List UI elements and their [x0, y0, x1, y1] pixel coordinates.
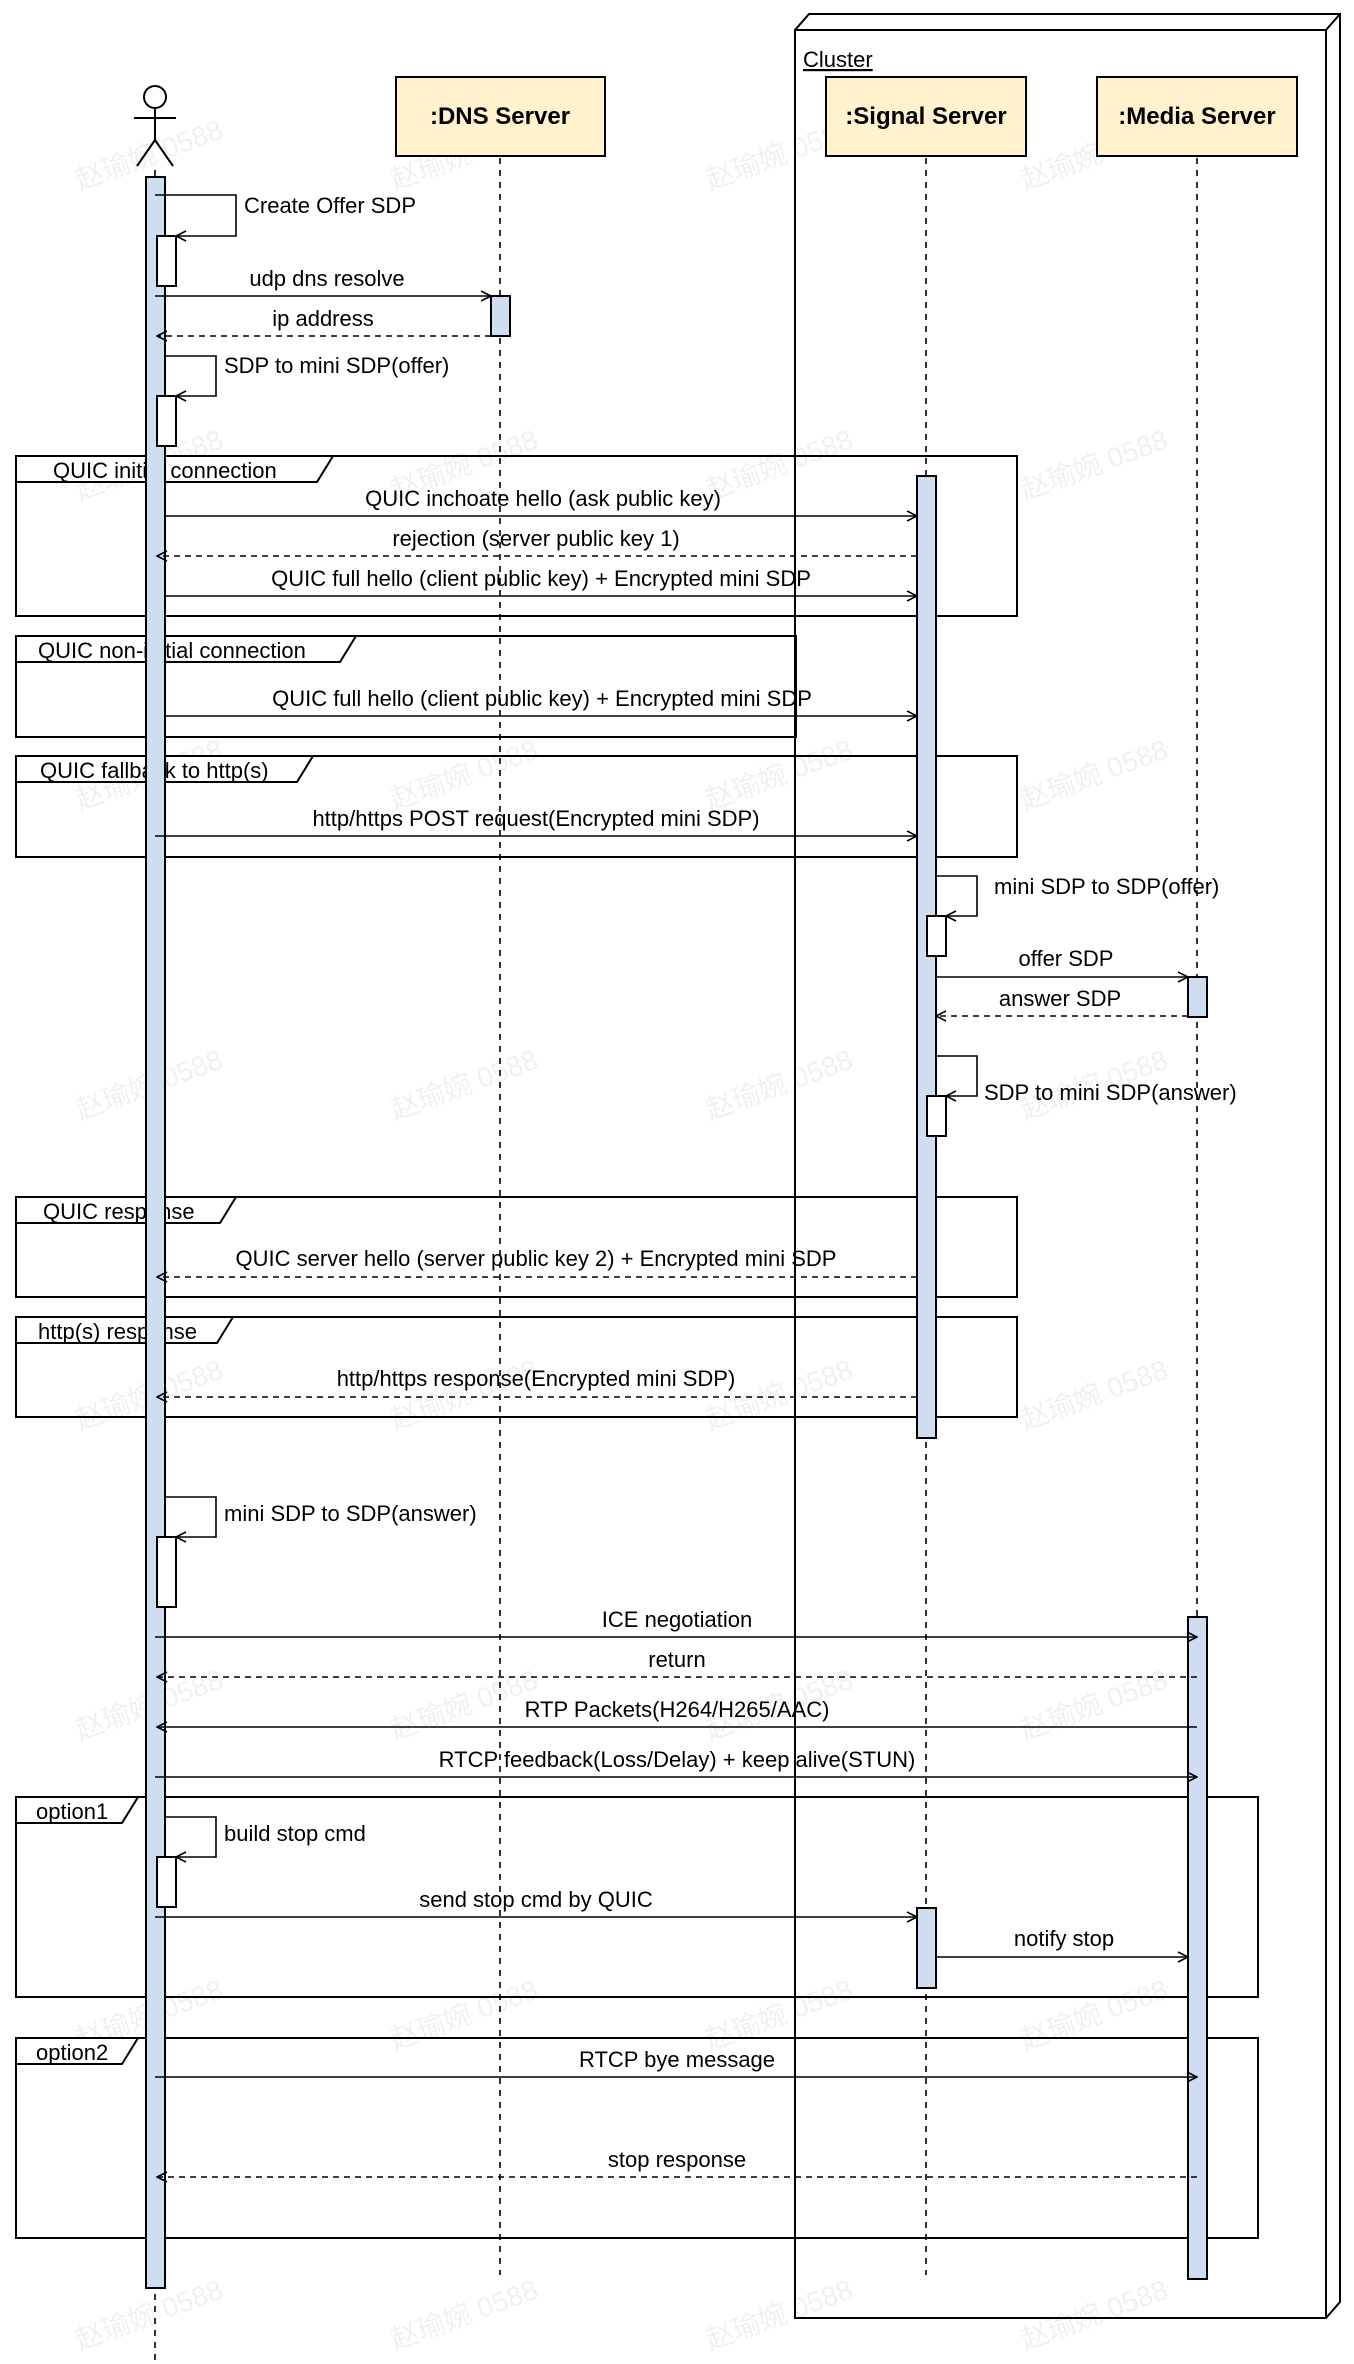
message-label: answer SDP	[999, 986, 1121, 1011]
message-label: RTP Packets(H264/H265/AAC)	[525, 1697, 830, 1722]
activation-user-main	[145, 176, 166, 2289]
activation-user-self	[156, 235, 177, 287]
fragment-label: QUIC non-initial connection	[38, 638, 306, 663]
fragment-option1: option1	[15, 1796, 1259, 1998]
activation-signal-self	[926, 915, 947, 957]
message-label: http/https response(Encrypted mini SDP)	[337, 1366, 736, 1391]
message-label: build stop cmd	[224, 1821, 366, 1846]
activation-signal-self	[926, 1095, 947, 1137]
watermark: 赵瑜婉 0588	[386, 1044, 541, 1126]
activation-user-self	[156, 395, 177, 447]
watermark: 赵瑜婉 0588	[701, 734, 856, 816]
message-label: SDP to mini SDP(answer)	[984, 1080, 1237, 1105]
self-message-arrow	[165, 1496, 217, 1537]
watermark: 赵瑜婉 0588	[386, 1974, 541, 2056]
watermark: 赵瑜婉 0588	[1016, 1354, 1171, 1436]
activation-media	[1187, 976, 1208, 1018]
message-label: notify stop	[1014, 1926, 1114, 1951]
fragment-label: option2	[36, 2040, 108, 2065]
message-label: offer SDP	[1019, 946, 1114, 971]
activation-user-self	[156, 1856, 177, 1908]
message-label: QUIC inchoate hello (ask public key)	[365, 486, 721, 511]
message-label: QUIC server hello (server public key 2) …	[236, 1246, 837, 1271]
watermark: 赵瑜婉 0588	[701, 1044, 856, 1126]
message-label: return	[648, 1647, 705, 1672]
activation-media-main	[1187, 1616, 1208, 2280]
participant-label: :Signal Server	[845, 103, 1006, 130]
fragments: QUIC initial connection QUIC non-initial…	[15, 455, 1259, 2239]
participant-dns-server: :DNS Server	[395, 76, 606, 157]
message-label: RTCP feedback(Loss/Delay) + keep alive(S…	[439, 1747, 916, 1772]
message-label: QUIC full hello (client public key) + En…	[272, 686, 812, 711]
message-label: RTCP bye message	[579, 2047, 775, 2072]
message-label: rejection (server public key 1)	[392, 526, 679, 551]
watermark: 赵瑜婉 0588	[1016, 1664, 1171, 1746]
activation-user-self	[156, 1536, 177, 1608]
cluster-box: Cluster	[794, 13, 1341, 2319]
watermark: 赵瑜婉 0588	[701, 424, 856, 506]
activation-signal-stop	[916, 1907, 937, 1989]
watermark: 赵瑜婉 0588	[1016, 734, 1171, 816]
watermark: 赵瑜婉 0588	[386, 1664, 541, 1746]
message-label: ip address	[272, 306, 374, 331]
participant-label: :DNS Server	[430, 103, 570, 130]
messages: Create Offer SDP udp dns resolve ip addr…	[155, 193, 1237, 2177]
watermark: 赵瑜婉 0588	[1016, 1974, 1171, 2056]
cluster-label: Cluster	[803, 47, 873, 72]
watermark: 赵瑜婉 0588	[1016, 424, 1171, 506]
fragment-label: QUIC response	[43, 1199, 195, 1224]
watermark: 赵瑜婉 0588	[1016, 2274, 1171, 2356]
actor-icon	[134, 85, 176, 167]
fragment-label: http(s) response	[38, 1319, 197, 1344]
message-label: ICE negotiation	[602, 1607, 752, 1632]
fragment-label: option1	[36, 1799, 108, 1824]
fragment-quic-noninitial: QUIC non-initial connection	[15, 635, 797, 738]
message-label: stop response	[608, 2147, 746, 2172]
activations	[145, 176, 1208, 2289]
message-label: send stop cmd by QUIC	[419, 1887, 653, 1912]
watermark: 赵瑜婉 0588	[386, 2274, 541, 2356]
activation-dns	[490, 295, 511, 337]
watermark: 赵瑜婉 0588	[386, 734, 541, 816]
message-label: mini SDP to SDP(answer)	[224, 1501, 477, 1526]
watermark: 赵瑜婉 0588	[701, 2274, 856, 2356]
watermark-layer: 赵瑜婉 0588 赵瑜婉 0588 赵瑜婉 0588 赵瑜婉 0588 赵瑜婉 …	[71, 114, 1171, 2356]
message-label: http/https POST request(Encrypted mini S…	[312, 806, 759, 831]
participant-media-server: :Media Server	[1096, 76, 1298, 157]
message-label: Create Offer SDP	[244, 193, 416, 218]
fragment-option2: option2	[15, 2037, 1259, 2239]
self-message-arrow	[155, 194, 237, 236]
participant-user	[134, 85, 176, 167]
message-label: udp dns resolve	[249, 266, 404, 291]
fragment-quic-response: QUIC response	[15, 1196, 1018, 1298]
participant-label: :Media Server	[1118, 103, 1275, 130]
self-message-arrow	[165, 355, 217, 396]
self-message-arrow	[936, 875, 978, 916]
message-label: QUIC full hello (client public key) + En…	[271, 566, 811, 591]
self-message-arrow	[165, 1816, 217, 1857]
message-label: mini SDP to SDP(offer)	[994, 874, 1219, 899]
self-message-arrow	[936, 1055, 978, 1096]
watermark: 赵瑜婉 0588	[701, 1974, 856, 2056]
participant-signal-server: :Signal Server	[825, 76, 1027, 157]
message-label: SDP to mini SDP(offer)	[224, 353, 449, 378]
